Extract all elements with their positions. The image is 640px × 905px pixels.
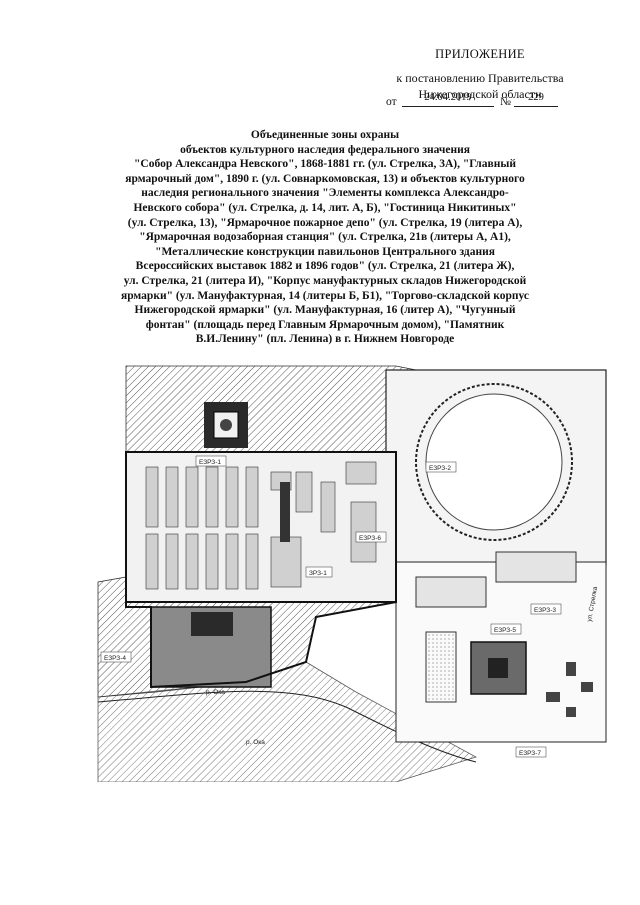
title-line: ярмарочный дом", 1890 г. (ул. Совнаркомо…	[125, 172, 525, 185]
document-title: Объединенные зоны охраны объектов культу…	[120, 128, 530, 347]
date-prefix: от	[386, 96, 397, 108]
zone-label: ЕЗРЗ-5	[490, 623, 522, 635]
river-label: р. Ока	[246, 739, 265, 746]
cathedral-core	[213, 411, 239, 439]
east-building	[495, 551, 577, 583]
zone-label: ЕЗРЗ-6	[355, 531, 387, 543]
title-line: наследия регионального значения "Элемент…	[141, 187, 509, 200]
svg-text:ЕЗРЗ-2: ЕЗРЗ-2	[429, 465, 451, 472]
number-prefix: №	[500, 96, 511, 108]
title-line: "Ярмарочная водозаборная станция" (ул. С…	[139, 231, 511, 244]
svg-text:ЕЗРЗ-3: ЕЗРЗ-3	[534, 607, 556, 614]
resolution-date: 24.04.2019	[402, 92, 494, 107]
fountain-area	[425, 631, 457, 703]
title-line: "Собор Александра Невского", 1868-1881 г…	[134, 158, 516, 171]
zone-label: ЕЗРЗ-4	[100, 651, 132, 663]
zone-label: ЕЗРЗ-7	[515, 746, 547, 758]
title-line: Объединенные зоны охраны	[250, 129, 400, 141]
title-line: ул. Стрелка, 21 (литера И), "Корпус ману…	[123, 274, 527, 287]
zone-boundary	[125, 451, 397, 689]
river-bank	[97, 690, 477, 763]
title-line: ярмарки" (ул. Мануфактурная, 14 (литеры …	[120, 289, 530, 302]
title-line: фонтан" (площадь перед Главным Ярмарочны…	[145, 318, 505, 331]
title-line: Нижегородской ярмарки" (ул. Мануфактурна…	[134, 304, 516, 317]
zone-label: ЕЗРЗ-3	[530, 603, 562, 615]
title-line: В.И.Ленину" (пл. Ленина) в г. Нижнем Нов…	[195, 333, 455, 346]
title-line: Всероссийских выставок 1882 и 1896 годов…	[135, 260, 515, 273]
svg-text:ЕЗРЗ-7: ЕЗРЗ-7	[519, 750, 541, 757]
river-label: р. Ока	[206, 689, 225, 696]
title-line: Невского собора" (ул. Стрелка, д. 14, ли…	[133, 201, 517, 214]
protection-zones-map: ЕЗРЗ-1 ЕЗРЗ-2 ЕЗРЗ-3 ЕЗРЗ-4 ЕЗРЗ-5 ЗРЗ-1…	[97, 365, 607, 782]
appendix-header: ПРИЛОЖЕНИЕ к постановлению Правительства…	[380, 46, 580, 102]
resolution-number: 229	[514, 92, 558, 107]
appendix-title: ПРИЛОЖЕНИЕ	[435, 47, 525, 61]
svg-text:ЕЗРЗ-6: ЕЗРЗ-6	[359, 535, 381, 542]
cathedral-dome	[220, 419, 232, 431]
monument-core	[488, 658, 508, 678]
svg-text:ЕЗРЗ-4: ЕЗРЗ-4	[104, 655, 126, 662]
zone-label: ЕЗРЗ-1	[195, 455, 227, 467]
fair-house-core	[191, 612, 233, 636]
resolution-ref-line2: Нижегородской области	[418, 87, 542, 101]
title-line: (ул. Стрелка, 13), "Ярмарочное пожарное …	[127, 216, 523, 229]
resolution-ref-line1: к постановлению Правительства	[396, 71, 564, 85]
title-line: объектов культурного наследия федерально…	[180, 143, 470, 156]
zone-label: ЕЗРЗ-2	[425, 461, 457, 473]
small-buildings	[546, 662, 593, 717]
east-building	[415, 576, 487, 608]
title-line: "Металлические конструкции павильонов Це…	[155, 245, 495, 258]
resolution-date-number: от 24.04.2019 № 229	[386, 92, 586, 112]
stadium-ring	[415, 383, 573, 541]
svg-text:ЗРЗ-1: ЗРЗ-1	[309, 570, 327, 577]
svg-text:ЕЗРЗ-5: ЕЗРЗ-5	[494, 627, 516, 634]
strip-markers	[280, 482, 290, 542]
fair-house-zone	[150, 606, 272, 688]
svg-text:ЕЗРЗ-1: ЕЗРЗ-1	[199, 459, 221, 466]
zone-label: ЗРЗ-1	[305, 566, 333, 578]
